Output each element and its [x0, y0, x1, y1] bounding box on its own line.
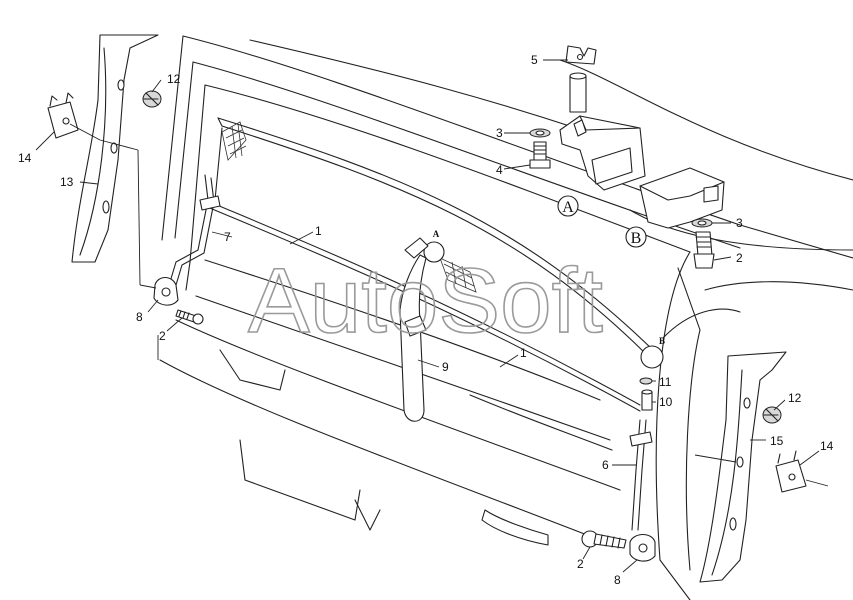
left-nut-14 [47, 92, 101, 141]
detail-b-marker: B [659, 336, 665, 346]
callout-15: 15 [770, 434, 784, 448]
callout-1-upper: 1 [315, 224, 322, 238]
callout-8-left: 8 [136, 310, 143, 324]
detail-b-assembly [639, 167, 725, 269]
leader-lines [35, 59, 820, 573]
sleeve-10 [641, 389, 653, 411]
callout-14-left: 14 [18, 151, 32, 165]
left-screw-2 [175, 309, 204, 325]
left-clip-12 [142, 90, 162, 108]
callout-10: 10 [659, 395, 673, 409]
net-frame [204, 117, 656, 412]
callout-7: 7 [224, 230, 231, 244]
rod-7 [169, 174, 221, 286]
callout-2-bottom: 2 [577, 557, 584, 571]
callout-9: 9 [442, 360, 449, 374]
callout-12-right: 12 [788, 391, 802, 405]
bottom-screw-2 [581, 530, 627, 549]
callout-12-left: 12 [167, 72, 181, 86]
washer-11 [639, 377, 653, 385]
center-bar-9 [399, 237, 445, 422]
detail-b-circle [625, 226, 647, 248]
detail-a-assembly [529, 45, 646, 191]
callout-3-detail-b: 3 [736, 216, 743, 230]
right-clip-12 [762, 406, 782, 424]
right-nut-14 [775, 450, 829, 493]
right-pillar-trim [699, 351, 787, 583]
detail-a-marker: A [433, 229, 440, 239]
callout-3-detail-a: 3 [496, 126, 503, 140]
left-pillar-trim [71, 34, 159, 263]
callout-11: 11 [659, 375, 672, 389]
callout-13: 13 [60, 175, 74, 189]
rod-6 [629, 345, 664, 531]
callouts: 12 14 13 8 2 7 1 9 1 5 3 4 3 2 11 10 6 2… [18, 53, 834, 587]
callout-8-bottom: 8 [614, 573, 621, 587]
callout-2-left: 2 [159, 329, 166, 343]
callout-6: 6 [602, 458, 609, 472]
callout-1-lower: 1 [520, 346, 527, 360]
callout-14-right: 14 [820, 439, 834, 453]
callout-2-detail-b: 2 [736, 251, 743, 265]
detail-a-circle [557, 195, 579, 217]
detail-b-label: B [631, 230, 642, 247]
callout-5: 5 [531, 53, 538, 67]
detail-a-label: A [562, 199, 574, 216]
left-bracket-8 [153, 276, 179, 306]
callout-4: 4 [496, 163, 503, 177]
watermark-text: AutoSoft [248, 250, 603, 352]
bottom-bracket-8 [629, 533, 656, 562]
